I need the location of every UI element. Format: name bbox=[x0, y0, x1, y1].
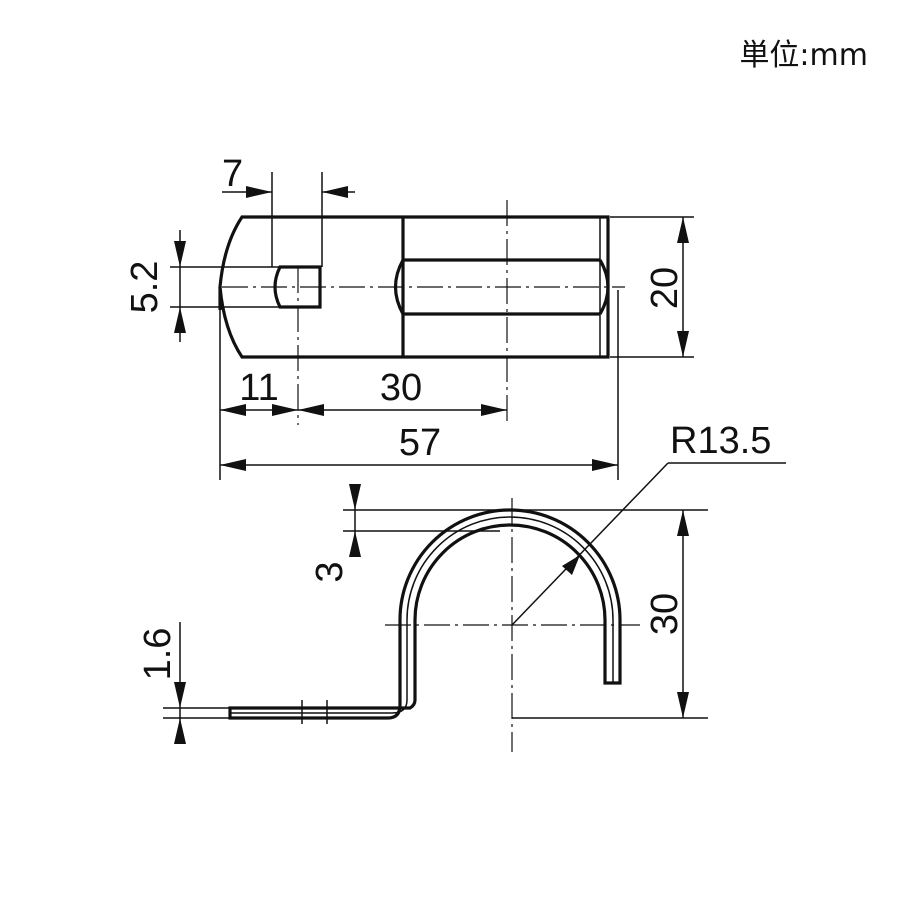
dim-radius-label: R13.5 bbox=[670, 420, 771, 462]
side-view-outer-profile bbox=[228, 508, 622, 720]
dim-width-label: 20 bbox=[644, 267, 686, 309]
dim-lengths: 11 30 57 bbox=[219, 290, 619, 480]
dim-plate-thickness: 1.6 bbox=[137, 622, 232, 744]
dim-hole-width-label: 7 bbox=[222, 153, 243, 195]
dim-width: 20 bbox=[610, 216, 694, 358]
dim-hole-height: 5.2 bbox=[124, 230, 282, 342]
unit-label: 単位:mm bbox=[739, 38, 868, 73]
side-view: R13.5 bbox=[228, 420, 786, 752]
top-view bbox=[218, 200, 625, 425]
mounting-slot bbox=[273, 265, 322, 309]
dim-hole-height-label: 5.2 bbox=[124, 261, 166, 314]
dim-hole-to-center-label: 30 bbox=[380, 367, 422, 409]
dim-height: 30 bbox=[512, 509, 708, 719]
dim-band-thickness: 3 bbox=[309, 484, 510, 583]
dim-total-length-label: 57 bbox=[399, 422, 441, 464]
dim-edge-to-hole-label: 11 bbox=[239, 367, 278, 409]
dim-hole-width: 7 bbox=[222, 153, 355, 267]
dim-band-thickness-label: 3 bbox=[309, 561, 351, 582]
dim-height-label: 30 bbox=[644, 593, 686, 635]
dim-plate-thickness-label: 1.6 bbox=[137, 628, 179, 681]
